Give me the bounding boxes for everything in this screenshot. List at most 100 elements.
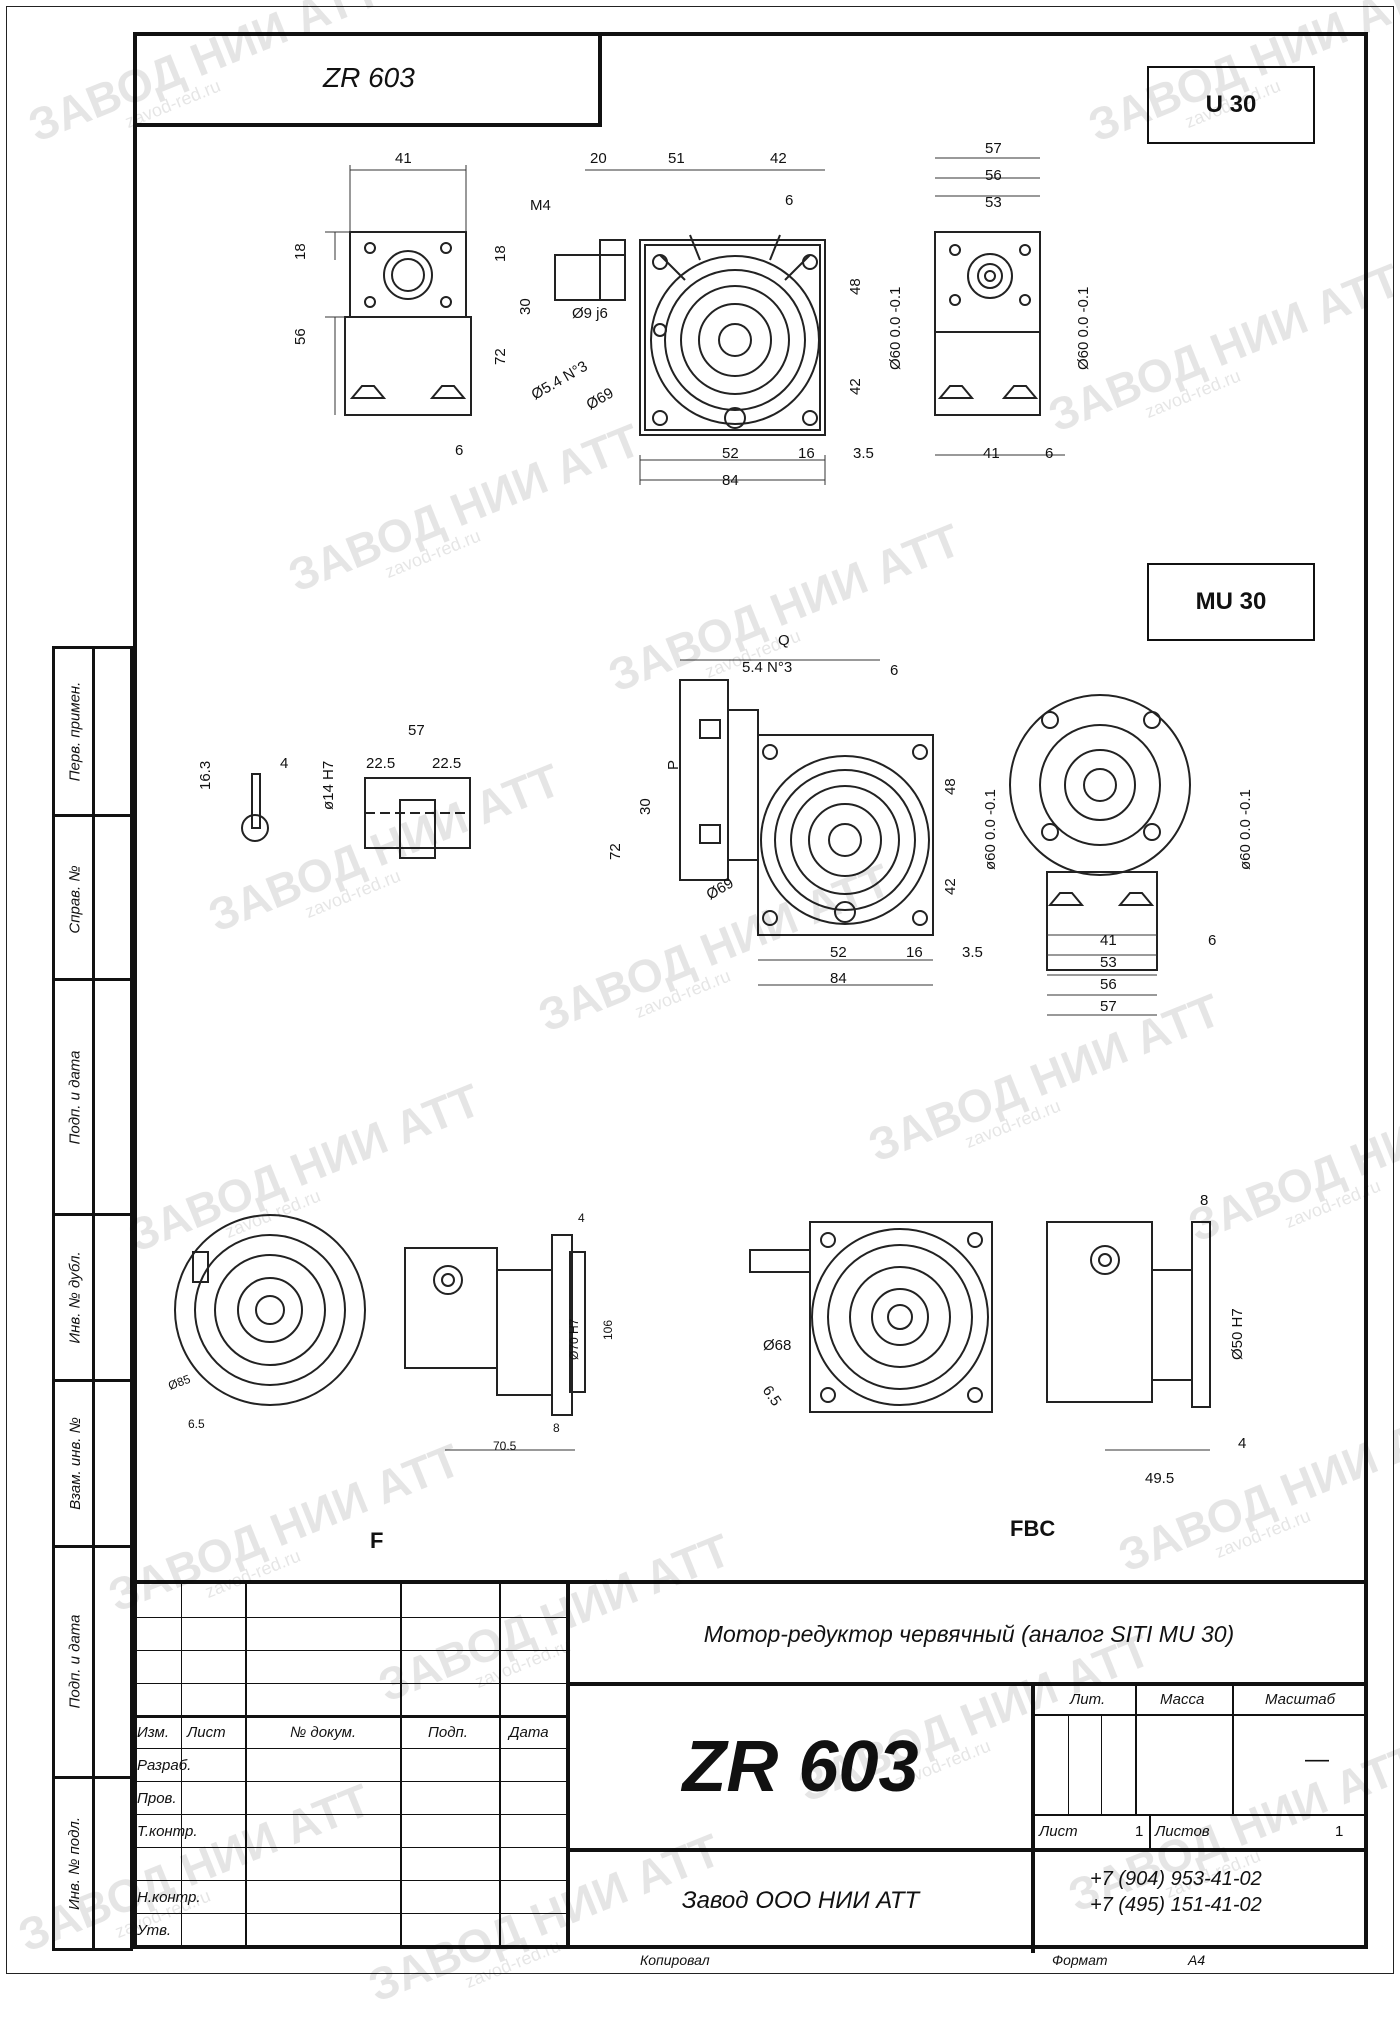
dim-top-right-0: 57 [985, 140, 1002, 157]
drawing-sheet: ZR 603 U 30 MU 30 F FBC Перв. примен. Сп… [6, 0, 1400, 2012]
title-block: Изм. Лист № докум. Подп. Дата Разраб. Пр… [133, 1580, 1368, 1953]
phone-1: +7 (495) 151-41-02 [1090, 1894, 1262, 1916]
sheets-value: 1 [1335, 1823, 1344, 1840]
scale-label: Масштаб [1265, 1691, 1336, 1708]
footer-format-label: Формат [1052, 1952, 1108, 1968]
dimension-texts: 41 18 56 6 20 51 42 M4 18 6 30 72 Ø9 j6 … [166, 140, 1254, 1487]
main-title-area: Мотор-редуктор червячный (аналог SITI MU… [570, 1584, 1368, 1953]
outer-frame [6, 6, 1394, 1974]
dim-mid-right-2: 41 [1100, 932, 1117, 949]
role-2: Т.контр. [137, 1823, 198, 1840]
dim-bottom-fbc-3: Ø50 H7 [1229, 1308, 1246, 1360]
lit-mass-scale: Лит. Масса Масштаб — Лист 1 Листов 1 [1035, 1686, 1368, 1848]
dim-bottom-fbc-2: 6.5 [759, 1383, 785, 1410]
dim-mid-center-5: 72 [607, 843, 624, 860]
dim-top-left-3: 6 [455, 442, 463, 459]
dim-bottom-f-5: 70.5 [493, 1439, 517, 1453]
view-label-fbc: FBC [1010, 1516, 1056, 1541]
dim-top-center-6: 30 [517, 298, 534, 315]
dimension-lines [325, 157, 1210, 1451]
dim-mid-center-3: P [665, 760, 682, 770]
dim-bottom-f-1: Ø85 [166, 1372, 192, 1393]
dim-top-left-1: 18 [292, 243, 309, 260]
dim-top-right-5: 41 [983, 445, 1000, 462]
dim-bottom-f-0: 4 [578, 1211, 585, 1225]
dim-top-left-2: 56 [292, 328, 309, 345]
dim-top-center-3: M4 [530, 197, 551, 214]
dim-mid-left-4: 22.5 [432, 755, 461, 772]
footer-format-value: A4 [1188, 1952, 1206, 1968]
dim-bottom-fbc-5: 49.5 [1145, 1470, 1174, 1487]
dim-mid-center-4: 30 [637, 798, 654, 815]
hdr-sign: Подп. [428, 1724, 468, 1741]
dim-mid-center-7: 48 [942, 778, 959, 795]
dim-top-right-2: 53 [985, 194, 1002, 211]
role-5: Утв. [137, 1922, 172, 1939]
dim-mid-center-12: 84 [830, 970, 847, 987]
dim-bottom-fbc-1: Ø68 [763, 1337, 791, 1354]
dim-mid-right-0: ø60 0.0 -0.1 [982, 789, 999, 870]
dim-bottom-f-6: 8 [553, 1421, 560, 1435]
dim-mid-right-6: 57 [1100, 998, 1117, 1015]
dim-mid-center-2: 6 [890, 662, 898, 679]
dim-bottom-f-4: 106 [601, 1320, 615, 1340]
dim-mid-center-9: 52 [830, 944, 847, 961]
dim-top-center-11: 48 [847, 278, 864, 295]
hdr-list: Лист [187, 1724, 226, 1741]
drawing-description: Мотор-редуктор червячный (аналог SITI MU… [703, 1620, 1235, 1647]
dim-mid-right-4: 53 [1100, 954, 1117, 971]
dim-top-center-10: Ø69 [584, 385, 617, 414]
dim-mid-center-11: 3.5 [962, 944, 983, 961]
revision-table: Изм. Лист № докум. Подп. Дата Разраб. Пр… [133, 1584, 570, 1949]
dim-top-center-15: 3.5 [853, 445, 874, 462]
view-bottom-fbc [749, 1221, 1211, 1413]
dim-mid-center-6: Ø69 [704, 875, 737, 904]
view-bottom-f [174, 1214, 586, 1416]
role-0: Разраб. [137, 1757, 192, 1774]
dim-top-center-1: 51 [668, 150, 685, 167]
dim-top-right-6: 6 [1045, 445, 1053, 462]
dim-mid-center-8: 42 [942, 878, 959, 895]
view-top-center-gearbox [554, 234, 826, 436]
dim-mid-left-1: 4 [280, 755, 288, 772]
dim-mid-right-1: ø60 0.0 -0.1 [1237, 789, 1254, 870]
drawing-designation: ZR 603 [682, 1727, 919, 1807]
phone-0: +7 (904) 953-41-02 [1090, 1868, 1262, 1890]
dim-top-center-8: Ø9 j6 [572, 305, 608, 322]
dim-top-center-4: 18 [492, 245, 509, 262]
dim-bottom-fbc-0: 8 [1200, 1192, 1208, 1209]
view-mid-center-gearbox [679, 679, 934, 936]
dim-top-center-12: 42 [847, 378, 864, 395]
hdr-date: Дата [509, 1724, 549, 1741]
dim-top-center-2: 42 [770, 150, 787, 167]
scale-value: — [1305, 1746, 1329, 1773]
dim-mid-center-1: 5.4 N°3 [742, 659, 792, 676]
dim-mid-center-10: 16 [906, 944, 923, 961]
role-4: Н.контр. [137, 1889, 201, 1906]
view-label-u30: U 30 [1147, 66, 1315, 144]
dim-mid-center-0: Q [778, 632, 790, 649]
company-name: Завод ООО НИИ АТТ [681, 1886, 920, 1914]
inner-frame [133, 32, 1368, 1949]
mass-label: Масса [1160, 1691, 1205, 1708]
view-top-right-side [934, 231, 1041, 416]
dim-top-right-3: Ø60 0.0 -0.1 [887, 287, 904, 370]
dim-mid-right-3: 6 [1208, 932, 1216, 949]
dim-top-left-0: 41 [395, 150, 412, 167]
dim-bottom-fbc-4: 4 [1238, 1435, 1246, 1452]
dim-bottom-f-2: 6.5 [188, 1417, 205, 1431]
view-top-left-side [344, 231, 472, 416]
dim-top-center-13: 52 [722, 445, 739, 462]
view-mid-left-shaft [241, 773, 471, 859]
dim-top-center-5: 6 [785, 192, 793, 209]
view-mid-right-flange [1009, 694, 1191, 971]
hdr-izm: Изм. [137, 1724, 169, 1741]
role-1: Пров. [137, 1790, 177, 1807]
dim-top-center-9: Ø5.4 N°3 [529, 358, 591, 404]
dim-mid-left-2: 57 [408, 722, 425, 739]
side-col-lower: Подп. и дата Инв. № дубл. Взам. инв. № П… [52, 978, 133, 1951]
dim-top-right-4: Ø60 0.0 -0.1 [1075, 287, 1092, 370]
dim-top-center-14: 16 [798, 445, 815, 462]
view-label-f: F [370, 1528, 384, 1553]
technical-drawing: 41 18 56 6 20 51 42 M4 18 6 30 72 Ø9 j6 … [166, 140, 1254, 1487]
